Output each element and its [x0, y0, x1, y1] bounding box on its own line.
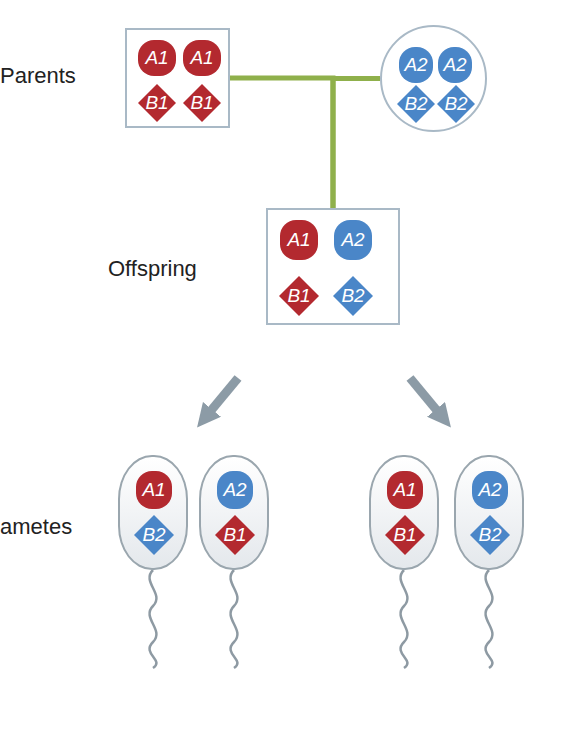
- sperm-tail: [486, 570, 493, 668]
- allele-label: A1: [387, 471, 423, 509]
- allele-b-diamond: B1: [138, 84, 176, 122]
- stage-label: ametes: [0, 514, 72, 540]
- allele-label: B1: [183, 84, 221, 122]
- allele-label: A2: [438, 47, 472, 83]
- diamond-fill: [333, 276, 373, 316]
- allele-a-pill: A2: [334, 220, 372, 260]
- allele-b-diamond: B1: [279, 276, 319, 316]
- allele-label: B1: [215, 515, 255, 555]
- allele-b-diamond: B1: [183, 84, 221, 122]
- sperm-tail: [401, 570, 408, 668]
- allele-b-diamond: B2: [397, 85, 435, 123]
- allele-label: B2: [437, 85, 475, 123]
- division-arrow: [410, 378, 439, 413]
- allele-label: B2: [470, 515, 510, 555]
- stage-label: Parents: [0, 63, 76, 89]
- gamete-cell: A1B1: [369, 455, 439, 570]
- allele-a-pill: A1: [387, 471, 423, 509]
- allele-b-diamond: B2: [437, 85, 475, 123]
- diamond-fill: [470, 515, 510, 555]
- diamond-fill: [215, 515, 255, 555]
- mating-line: [230, 78, 333, 208]
- allele-a-pill: A1: [138, 40, 176, 76]
- mating-line: [333, 79, 380, 209]
- allele-a-pill: A2: [399, 47, 433, 83]
- allele-label: B1: [138, 84, 176, 122]
- sperm-tail: [231, 570, 238, 668]
- allele-a-pill: A1: [183, 40, 221, 76]
- male-parent-box: A1A1B1B1: [125, 28, 230, 128]
- sperm-tail: [150, 570, 157, 668]
- allele-label: B1: [385, 515, 425, 555]
- allele-label: B2: [397, 85, 435, 123]
- division-arrow: [209, 378, 238, 413]
- diamond-fill: [437, 85, 475, 123]
- allele-a-pill: A2: [438, 47, 472, 83]
- allele-a-pill: A1: [136, 471, 172, 509]
- allele-label: A1: [136, 471, 172, 509]
- stage-label: Offspring: [108, 256, 197, 282]
- allele-b-diamond: B1: [385, 515, 425, 555]
- allele-b-diamond: B2: [134, 515, 174, 555]
- allele-b-diamond: B1: [215, 515, 255, 555]
- allele-b-diamond: B2: [333, 276, 373, 316]
- gamete-cell: A2B1: [199, 455, 269, 570]
- gamete-cell: A2B2: [454, 455, 524, 570]
- allele-label: B2: [134, 515, 174, 555]
- diamond-fill: [397, 85, 435, 123]
- diamond-fill: [279, 276, 319, 316]
- allele-a-pill: A1: [280, 220, 318, 260]
- allele-label: A2: [334, 220, 372, 260]
- gamete-cell: A1B2: [118, 455, 188, 570]
- diamond-fill: [138, 84, 176, 122]
- allele-label: A2: [217, 471, 253, 509]
- allele-label: A1: [183, 40, 221, 76]
- allele-a-pill: A2: [217, 471, 253, 509]
- allele-label: B1: [279, 276, 319, 316]
- allele-b-diamond: B2: [470, 515, 510, 555]
- allele-label: A1: [138, 40, 176, 76]
- allele-label: A1: [280, 220, 318, 260]
- allele-label: A2: [472, 471, 508, 509]
- allele-label: B2: [333, 276, 373, 316]
- offspring-box: A1 A2B1 B2: [266, 208, 400, 325]
- diamond-fill: [134, 515, 174, 555]
- allele-a-pill: A2: [472, 471, 508, 509]
- diamond-fill: [385, 515, 425, 555]
- diamond-fill: [183, 84, 221, 122]
- female-parent-circle: A2A2B2B2: [380, 25, 487, 132]
- allele-label: A2: [399, 47, 433, 83]
